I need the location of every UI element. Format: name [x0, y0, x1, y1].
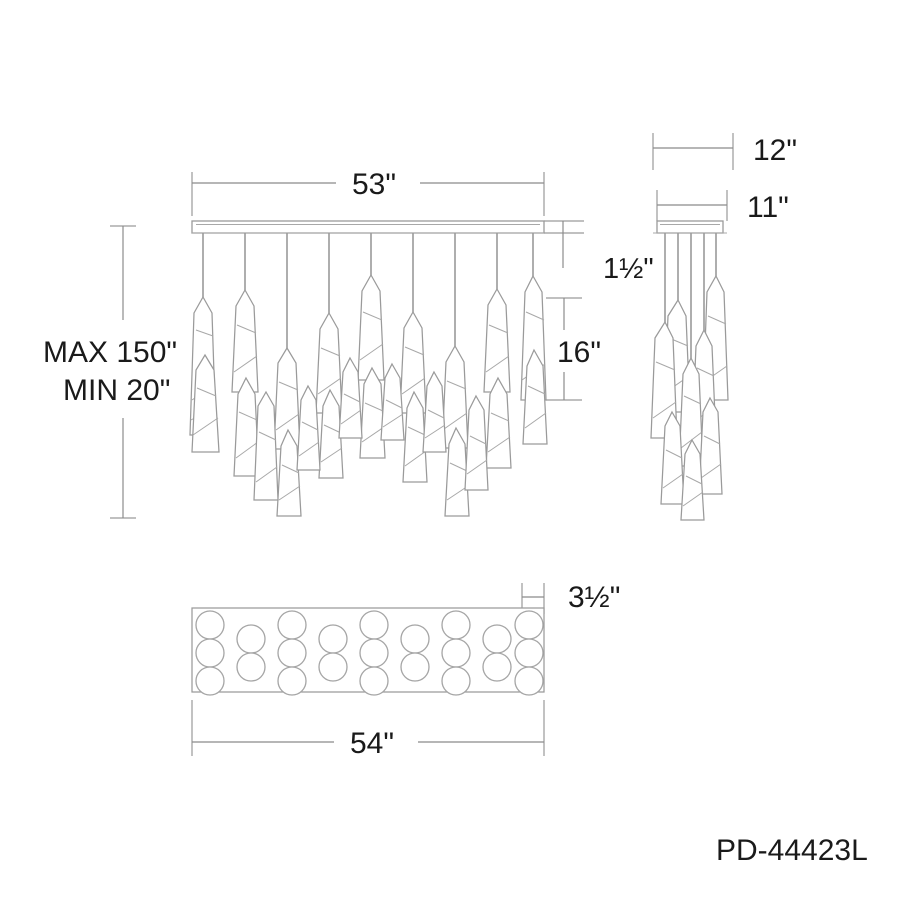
front-pendant-shades: [189, 273, 548, 517]
front-canopy: [191, 220, 545, 234]
pendant-shade: [357, 273, 385, 381]
pendant-shade: [402, 390, 428, 483]
pendant-shade: [233, 376, 260, 477]
pendant-shade: [231, 288, 259, 393]
pendant-shade: [359, 366, 386, 459]
pendant-shade: [522, 348, 548, 445]
pendant-shade: [318, 388, 344, 479]
side-cords: [664, 233, 717, 358]
pendant-shade: [276, 428, 302, 517]
dimension-side-inner: 11": [656, 190, 789, 224]
pendant-shade: [698, 396, 723, 495]
label-max-drop: MAX 150": [43, 336, 177, 369]
dimension-front-width: 53": [191, 168, 545, 216]
label-min-drop: MIN 20": [63, 374, 170, 407]
pendant-shade: [191, 353, 220, 453]
label-front-width: 53": [352, 168, 396, 201]
front-cords: [202, 233, 534, 348]
pendant-shade: [680, 438, 705, 521]
dimension-drop-range: MAX 150" MIN 20": [43, 225, 177, 519]
pendant-shade: [485, 376, 512, 469]
pendant-shade: [660, 410, 685, 505]
part-number-label: PD-44423L: [716, 834, 868, 867]
pendant-shade: [338, 356, 363, 439]
label-side-outer: 12": [753, 134, 797, 167]
pendant-shade: [422, 370, 447, 453]
dimension-plan-width: 54": [191, 700, 545, 760]
pendant-shade: [483, 287, 511, 393]
label-canopy-thickness: 1½": [603, 253, 654, 285]
label-shade-height: 16": [557, 336, 601, 369]
pendant-shade: [444, 426, 470, 517]
side-pendant-shades: [650, 274, 729, 521]
side-canopy: [653, 220, 727, 234]
pendant-shade: [296, 384, 321, 471]
pendant-shade: [253, 390, 279, 501]
dimension-side-outer: 12": [652, 133, 797, 170]
pendant-shade: [464, 394, 489, 491]
dimension-shade-height: 16": [546, 297, 601, 401]
pendant-shade: [380, 362, 405, 441]
label-plan-depth: 3½": [568, 581, 620, 614]
dimension-canopy-thickness: 1½": [544, 220, 654, 285]
label-side-inner: 11": [747, 191, 789, 224]
label-plan-width: 54": [350, 727, 394, 760]
plan-view-pendant-circles: [195, 610, 544, 696]
